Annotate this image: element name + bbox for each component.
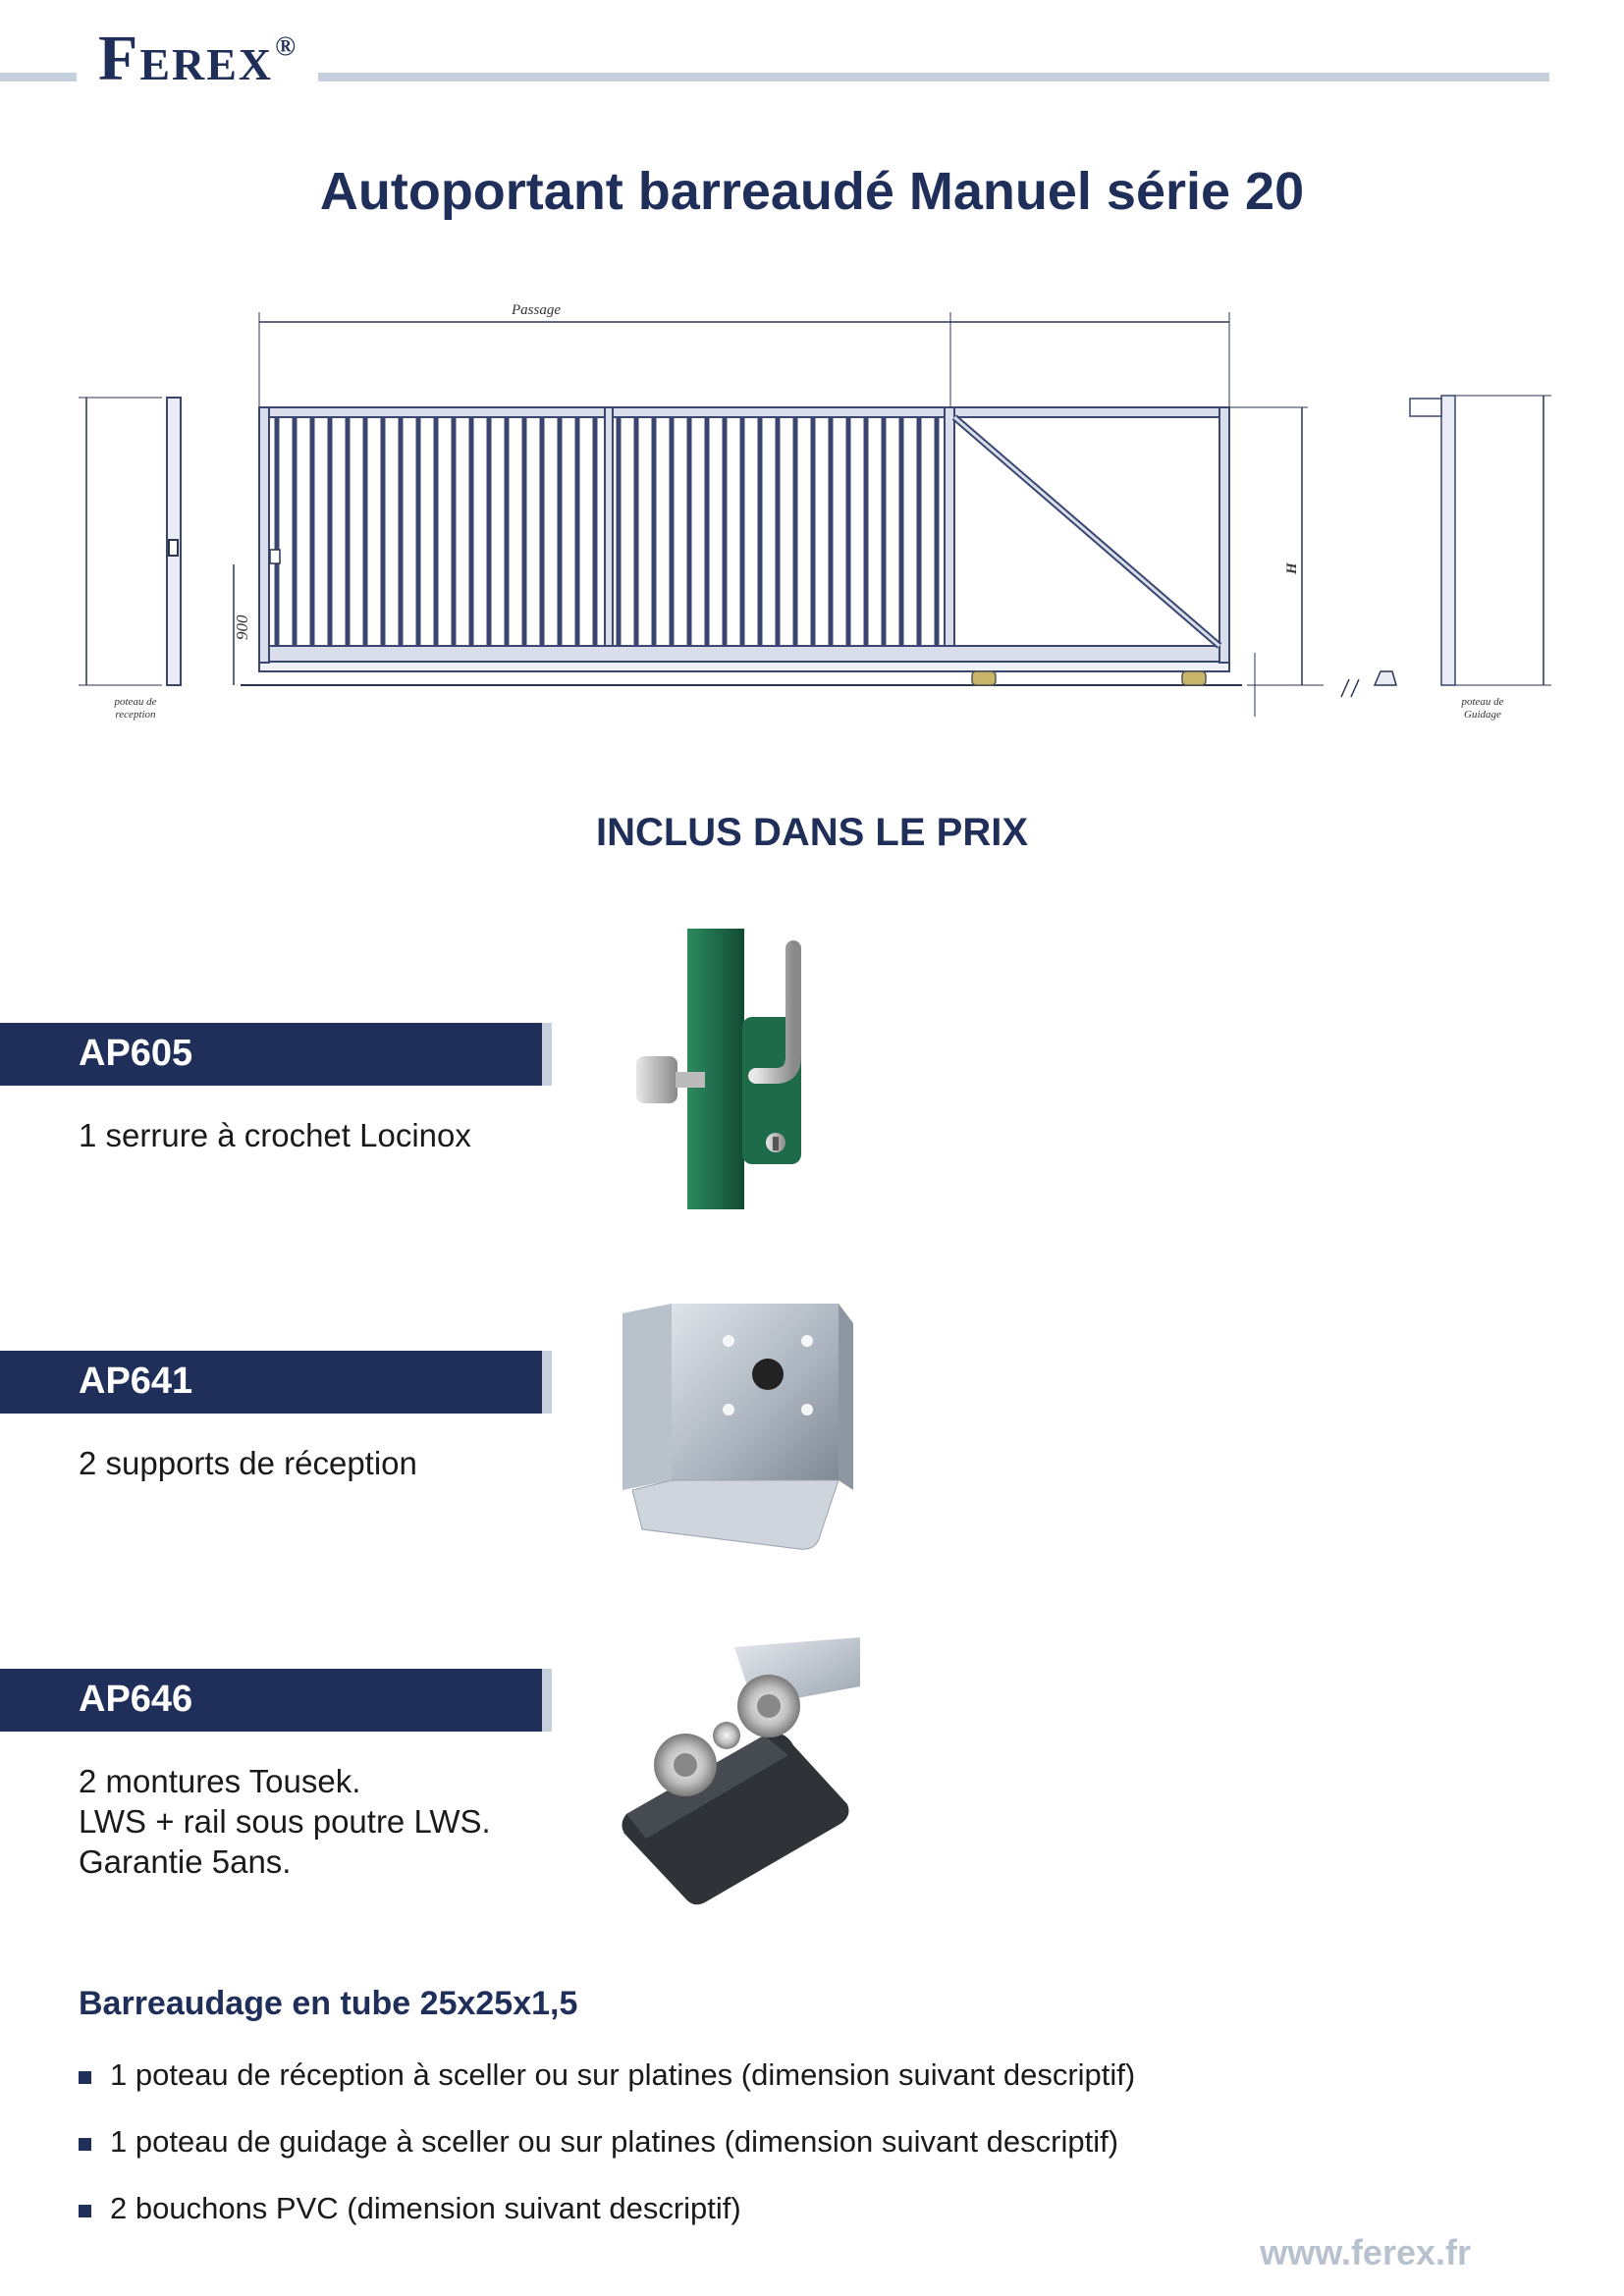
product-description-ap641: 2 supports de réception (79, 1445, 417, 1481)
height-h-label: H (1284, 561, 1300, 575)
square-bullet-icon (79, 2138, 91, 2151)
features-list: 1 poteau de réception à sceller ou sur p… (79, 2057, 1135, 2258)
header-rule-right (318, 73, 1549, 81)
guiding-post-label-1: poteau de (1460, 696, 1503, 708)
product-description-ap646: 2 montures Tousek. LWS + rail sous poutr… (79, 1763, 491, 1880)
height-900-label: 900 (233, 614, 251, 640)
product-band-ap605: AP605 (0, 1023, 552, 1086)
page-title: Autoportant barreaudé Manuel série 20 (319, 162, 1305, 221)
reception-post-label-1: poteau de (113, 696, 156, 708)
tousek-roller-carriage-image (622, 1637, 860, 1905)
roller-carriages (971, 670, 1207, 686)
gate-technical-drawing: Passage 900 H poteau de reception poteau… (79, 302, 1551, 721)
footer-website-link[interactable]: www.ferex.fr (1260, 2232, 1471, 2272)
product-code: AP641 (79, 1361, 193, 1402)
reception-post-label-2: reception (115, 709, 156, 721)
square-bullet-icon (79, 2071, 91, 2084)
list-item: 1 poteau de réception à sceller ou sur p… (79, 2057, 1135, 2124)
list-item: 1 poteau de guidage à sceller ou sur pla… (79, 2124, 1135, 2191)
list-item: 2 bouchons PVC (dimension suivant descri… (79, 2191, 1135, 2258)
ferex-logo: FEREX® (98, 23, 298, 94)
square-bullet-icon (79, 2205, 91, 2217)
bars-subheading: Barreaudage en tube 25x25x1,5 (79, 1985, 578, 2022)
gate-bars (274, 417, 940, 646)
product-description-ap605: 1 serrure à crochet Locinox (79, 1117, 471, 1153)
locinox-lock-image (636, 929, 801, 1209)
included-section-title: INCLUS DANS LE PRIX (595, 811, 1029, 854)
header-rule-left (0, 73, 77, 81)
product-band-ap646: AP646 (0, 1669, 552, 1732)
guiding-post-label-2: Guidage (1464, 709, 1501, 721)
passage-label: Passage (511, 302, 561, 318)
product-code: AP605 (79, 1033, 193, 1074)
product-band-ap641: AP641 (0, 1351, 552, 1414)
product-code: AP646 (79, 1679, 193, 1720)
reception-support-image (623, 1304, 853, 1550)
